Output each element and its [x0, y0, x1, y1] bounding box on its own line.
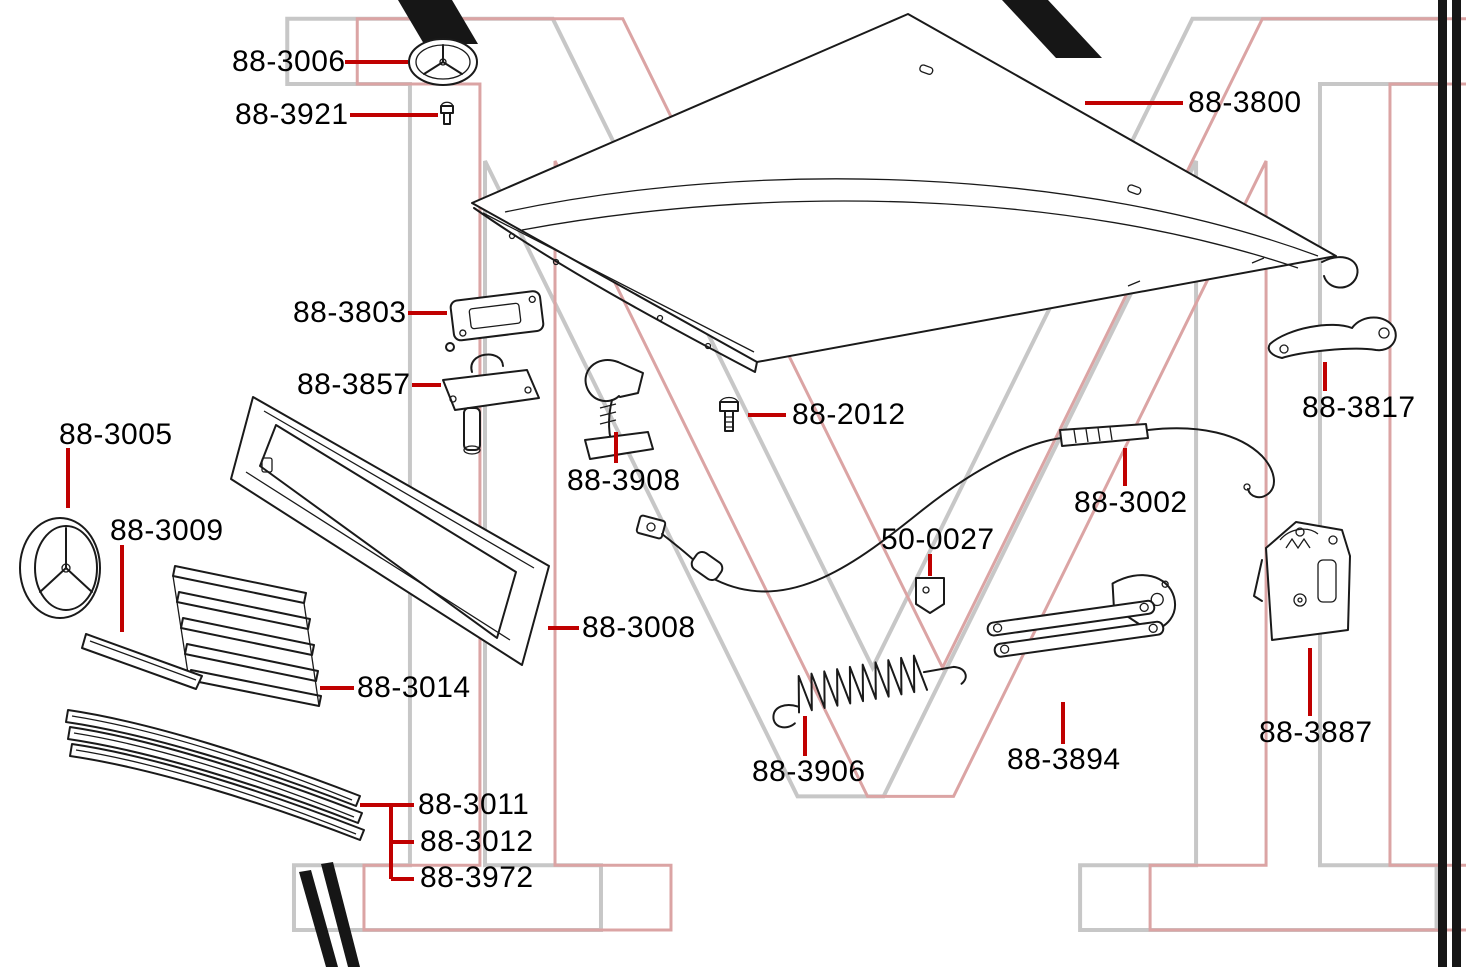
part-label-88-3008: 88-3008: [582, 611, 696, 644]
part-label-88-3011: 88-3011: [418, 788, 530, 821]
safety-catch: [584, 359, 654, 460]
part-label-50-0027: 50-0027: [881, 523, 995, 556]
leader-lines: [66, 60, 1327, 881]
part-label-88-3800: 88-3800: [1188, 86, 1302, 119]
part-label-88-3817: 88-3817: [1302, 391, 1416, 424]
watermark-black-stub-top-left: [398, 0, 478, 44]
watermark-black-stub-top-right: [1002, 0, 1102, 58]
grille-star-emblem: [19, 517, 101, 619]
part-label-88-3803: 88-3803: [293, 296, 407, 329]
part-label-88-2012: 88-2012: [792, 398, 906, 431]
hood-star-emblem: [408, 38, 478, 86]
part-label-88-3972: 88-3972: [420, 861, 534, 894]
watermark-black-bar-right-1: [1438, 0, 1447, 967]
grille-trim-strip: [81, 633, 203, 690]
hinge-bracket: [1267, 316, 1397, 359]
hood-lock-catch: [442, 353, 540, 455]
cable-clip: [915, 577, 945, 614]
grille-frame: [230, 396, 550, 666]
emblem-screw: [440, 101, 454, 125]
part-label-88-3906: 88-3906: [752, 755, 866, 788]
watermark-black-bar-right-2: [1452, 0, 1461, 967]
bolt: [719, 396, 739, 432]
part-label-88-3006: 88-3006: [232, 45, 346, 78]
watermark-black-bar-bottom-2: [321, 862, 360, 967]
part-label-88-3921: 88-3921: [235, 98, 349, 131]
hood-lock: [1253, 521, 1351, 641]
grille-slats: [172, 565, 322, 707]
part-label-88-3014: 88-3014: [357, 671, 471, 704]
hood-panel: [471, 13, 1359, 373]
release-cable: [635, 423, 1275, 593]
part-label-88-3012: 88-3012: [420, 825, 534, 858]
hinge-base-plate: [449, 290, 545, 342]
tension-spring: [772, 654, 967, 729]
part-label-88-3894: 88-3894: [1007, 743, 1121, 776]
part-label-88-3908: 88-3908: [567, 464, 681, 497]
plate-screw: [445, 342, 455, 352]
part-label-88-3002: 88-3002: [1074, 486, 1188, 519]
lower-trim-strips: [65, 709, 365, 841]
part-label-88-3009: 88-3009: [110, 514, 224, 547]
watermark-black-bar-bottom-1: [299, 870, 338, 967]
hinge-assembly: [986, 574, 1177, 658]
part-label-88-3887: 88-3887: [1259, 716, 1373, 749]
part-label-88-3857: 88-3857: [297, 368, 411, 401]
part-label-88-3005: 88-3005: [59, 418, 173, 451]
